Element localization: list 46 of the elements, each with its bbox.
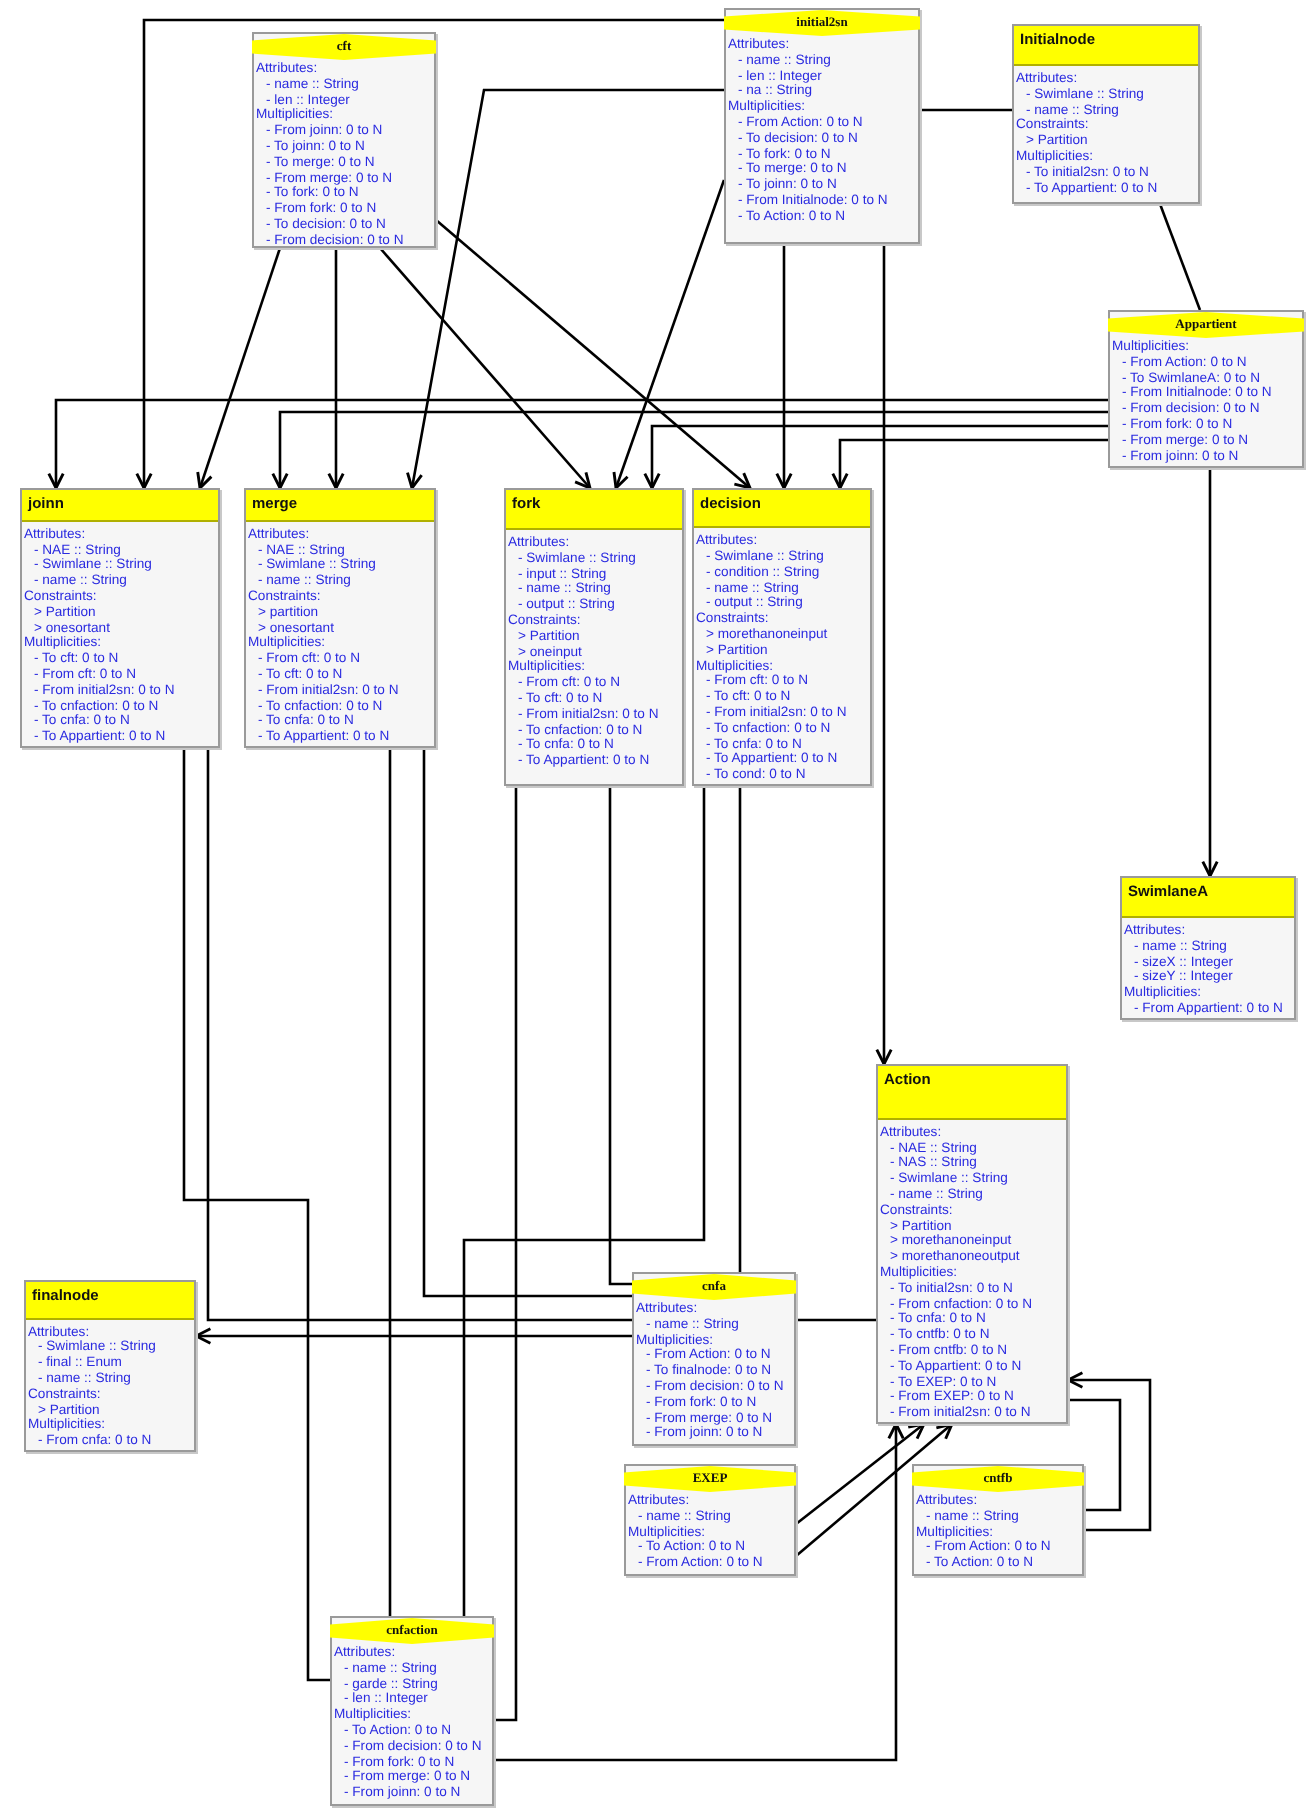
connector-line xyxy=(494,786,518,1722)
class-box xyxy=(1120,876,1296,1020)
arrow xyxy=(795,1422,954,1557)
connector-line xyxy=(738,786,742,1272)
connector-line xyxy=(608,786,632,1286)
connector-line xyxy=(796,1318,876,1322)
class-box xyxy=(252,32,436,248)
connector-line xyxy=(206,748,632,1322)
class-box xyxy=(724,8,920,244)
arrow xyxy=(775,244,793,490)
connector-line xyxy=(1158,203,1202,311)
arrow xyxy=(875,244,893,1066)
arrow xyxy=(196,247,282,490)
connector-line xyxy=(1068,1398,1122,1512)
arrow xyxy=(795,1422,926,1526)
arrow xyxy=(612,179,726,490)
arrow xyxy=(47,398,1108,490)
connector-line xyxy=(182,748,330,1682)
class-box xyxy=(632,1272,796,1446)
class-box xyxy=(504,488,684,786)
arrow xyxy=(406,88,724,490)
arrow xyxy=(435,219,752,490)
arrow xyxy=(135,18,724,490)
arrow xyxy=(1066,1371,1152,1532)
class-box xyxy=(912,1464,1084,1576)
class-box xyxy=(244,488,436,748)
arrow xyxy=(831,438,1108,490)
connector-line xyxy=(920,108,1012,112)
class-box xyxy=(1012,24,1200,204)
class-box xyxy=(692,488,872,786)
arrow xyxy=(643,424,1108,490)
class-box xyxy=(624,1464,796,1576)
arrow xyxy=(494,1422,905,1762)
class-box xyxy=(876,1064,1068,1424)
arrow xyxy=(1201,468,1219,878)
class-box xyxy=(330,1616,494,1806)
class-box xyxy=(24,1280,196,1452)
class-box xyxy=(1108,310,1304,468)
connector-line xyxy=(422,748,632,1298)
connector-line xyxy=(462,786,706,1616)
arrow xyxy=(327,248,345,490)
class-box xyxy=(20,488,220,748)
arrow xyxy=(271,410,1108,490)
arrow xyxy=(194,1327,632,1345)
connector-line xyxy=(388,748,392,1616)
arrow xyxy=(379,247,592,490)
